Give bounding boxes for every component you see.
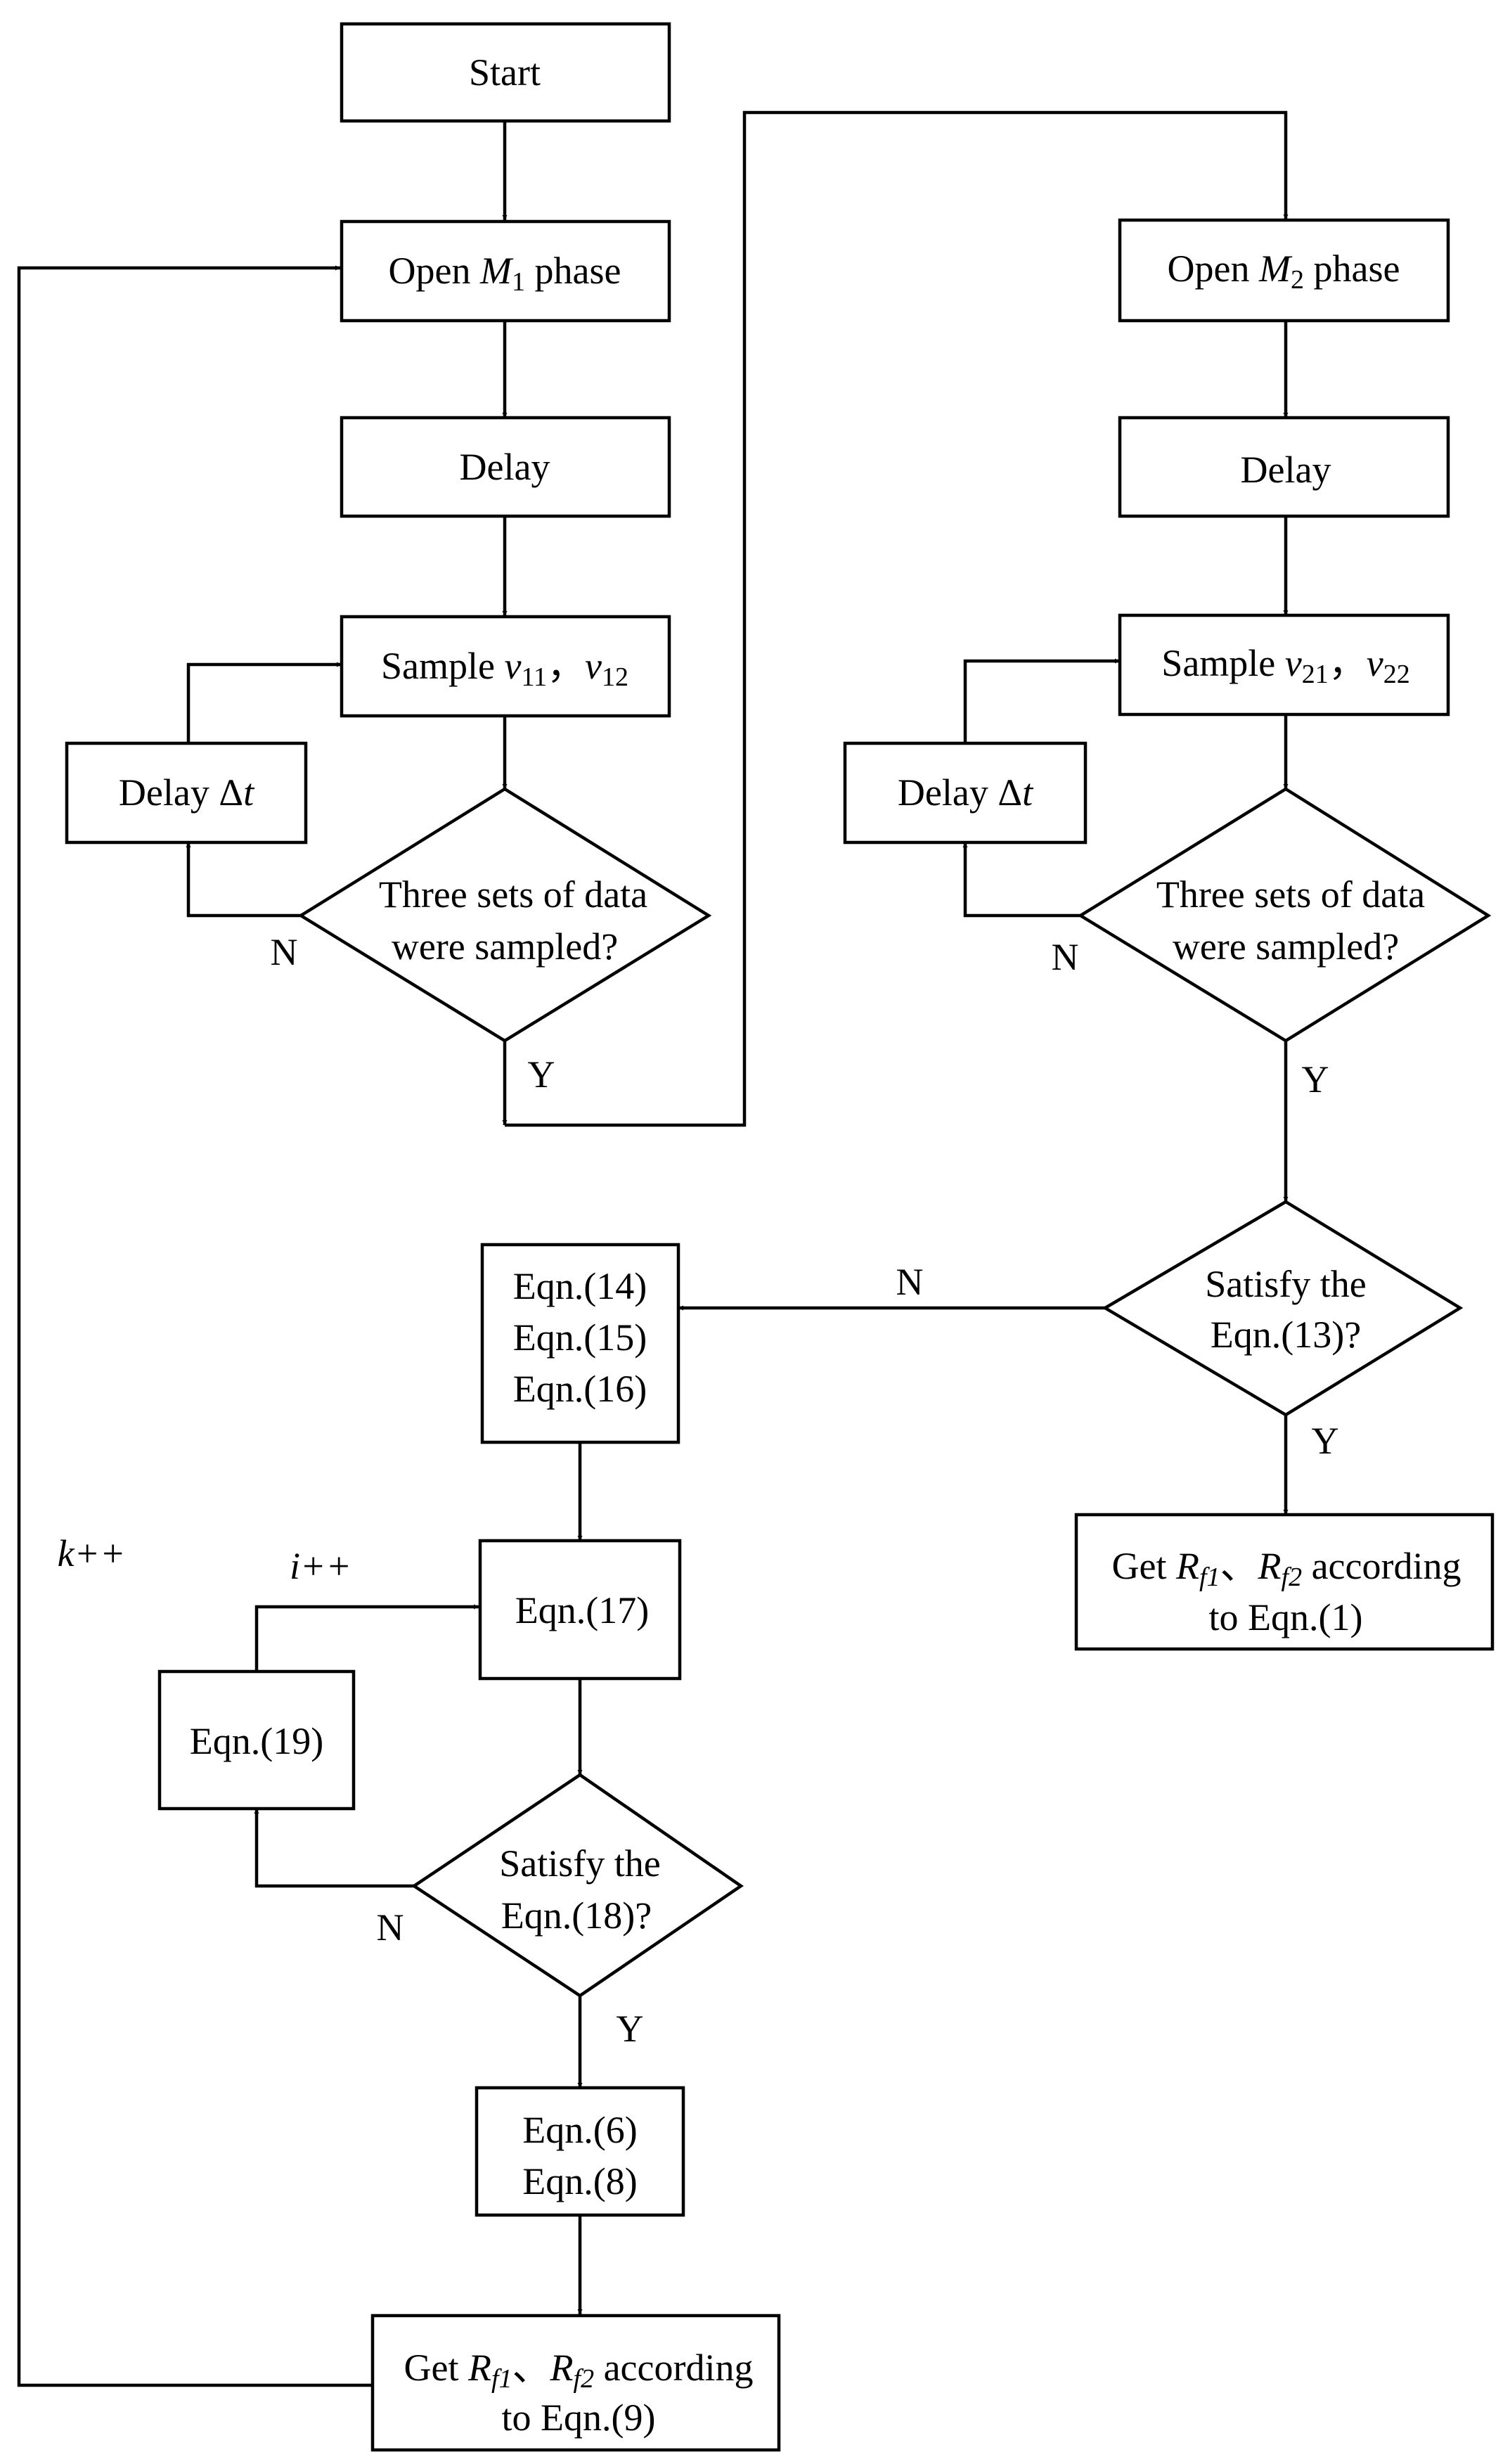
delay-dt-label-2: Delay Δt bbox=[898, 771, 1034, 814]
decision-three-sets-1-line1: Three sets of data bbox=[379, 873, 647, 916]
delay-label-1: Delay bbox=[460, 446, 550, 488]
delay-label-2: Delay bbox=[1241, 449, 1331, 491]
delay-dt-label-1: Delay Δt bbox=[119, 771, 255, 814]
decision-three-sets-2: Three sets of data were sampled? bbox=[1077, 787, 1492, 1043]
edge-labels: N Y N Y N Y N Y k++ i++ bbox=[58, 931, 1339, 2050]
label-i-loop: i++ bbox=[290, 1545, 351, 1587]
decision-three-sets-2-line1: Three sets of data bbox=[1156, 873, 1425, 916]
edge-get-rf-eqn9-to-open-m1 bbox=[17, 265, 373, 2387]
decision-eqn18-line1: Satisfy the bbox=[499, 1842, 660, 1885]
decision-eqn13-line1: Satisfy the bbox=[1205, 1263, 1366, 1305]
decision-eqn13-line2: Eqn.(13)? bbox=[1211, 1314, 1361, 1356]
get-rf-eqn9-node: Get Rf1、Rf2 according to Eqn.(9) bbox=[370, 2314, 781, 2452]
get-rf-eqn9-line2: to Eqn.(9) bbox=[502, 2396, 656, 2439]
sample-label-2: Sample v21，v22 bbox=[1161, 642, 1409, 689]
start-label: Start bbox=[469, 51, 541, 94]
open-m2-phase-node: Open M2 phase bbox=[1118, 218, 1450, 323]
open-m2-phase-label: Open M2 phase bbox=[1168, 248, 1400, 295]
eqn6-8-node: Eqn.(6) Eqn.(8) bbox=[475, 2086, 685, 2217]
label-no-decision-2: N bbox=[1052, 936, 1079, 978]
eqn6-label: Eqn.(6) bbox=[522, 2109, 637, 2151]
label-yes-decision-1: Y bbox=[528, 1053, 555, 1096]
delay-dt-node-2: Delay Δt bbox=[843, 741, 1088, 845]
decision-three-sets-2-line2: were sampled? bbox=[1173, 925, 1399, 968]
eqn14-16-node: Eqn.(14) Eqn.(15) Eqn.(16) bbox=[480, 1243, 680, 1444]
label-no-eqn18: N bbox=[377, 1906, 404, 1949]
sample-node-2: Sample v21，v22 bbox=[1118, 613, 1450, 717]
get-rf-eqn1-line1: Get Rf1、Rf2 according bbox=[1112, 1545, 1461, 1592]
eqn14-label: Eqn.(14) bbox=[513, 1265, 647, 1307]
edge-delay-dt-2-to-sample-2 bbox=[963, 658, 1120, 743]
label-yes-eqn13: Y bbox=[1312, 1420, 1339, 1462]
label-no-decision-1: N bbox=[271, 931, 298, 973]
edge-eqn19-to-eqn17 bbox=[254, 1604, 479, 1671]
decision-eqn13: Satisfy the Eqn.(13)? bbox=[1102, 1200, 1464, 1417]
start-node: Start bbox=[340, 22, 671, 123]
get-rf-eqn1-node: Get Rf1、Rf2 according to Eqn.(1) bbox=[1074, 1513, 1495, 1651]
label-yes-decision-2: Y bbox=[1302, 1058, 1329, 1101]
delay-node-2: Delay bbox=[1118, 416, 1450, 518]
sample-node-1: Sample v11，v12 bbox=[340, 615, 671, 718]
decision-eqn18: Satisfy the Eqn.(18)? bbox=[411, 1773, 744, 1998]
connectors bbox=[17, 110, 1289, 2387]
edge-decision-1-no-to-delay-dt-1 bbox=[186, 842, 301, 918]
label-yes-eqn18: Y bbox=[617, 2008, 644, 2050]
sample-label-1: Sample v11，v12 bbox=[381, 645, 628, 692]
decision-eqn18-line2: Eqn.(18)? bbox=[501, 1894, 652, 1937]
open-m1-phase-label: Open M1 phase bbox=[389, 250, 621, 297]
delay-dt-node-1: Delay Δt bbox=[65, 741, 308, 845]
eqn17-label: Eqn.(17) bbox=[515, 1589, 649, 1631]
decision-three-sets-1: Three sets of data were sampled? bbox=[297, 787, 712, 1043]
delay-node-1: Delay bbox=[340, 416, 671, 518]
eqn16-label: Eqn.(16) bbox=[513, 1368, 647, 1410]
label-k-loop: k++ bbox=[58, 1532, 126, 1574]
edge-delay-dt-1-to-sample-1 bbox=[186, 662, 342, 743]
eqn19-label: Eqn.(19) bbox=[190, 1720, 323, 1762]
get-rf-eqn9-line1: Get Rf1、Rf2 according bbox=[404, 2347, 754, 2394]
decision-three-sets-1-line2: were sampled? bbox=[392, 925, 618, 968]
eqn19-node: Eqn.(19) bbox=[157, 1669, 356, 1811]
get-rf-eqn1-line2: to Eqn.(1) bbox=[1209, 1596, 1363, 1638]
open-m1-phase-node: Open M1 phase bbox=[340, 219, 671, 323]
label-no-eqn13: N bbox=[896, 1261, 924, 1303]
eqn15-label: Eqn.(15) bbox=[513, 1316, 647, 1359]
edge-decision-2-no-to-delay-dt-2 bbox=[962, 842, 1080, 918]
eqn8-label: Eqn.(8) bbox=[522, 2160, 637, 2202]
edge-eqn18-no-to-eqn19 bbox=[254, 1809, 414, 1888]
edge-decision-1-yes-to-open-m2 bbox=[505, 110, 1289, 1127]
eqn17-node: Eqn.(17) bbox=[478, 1539, 682, 1681]
